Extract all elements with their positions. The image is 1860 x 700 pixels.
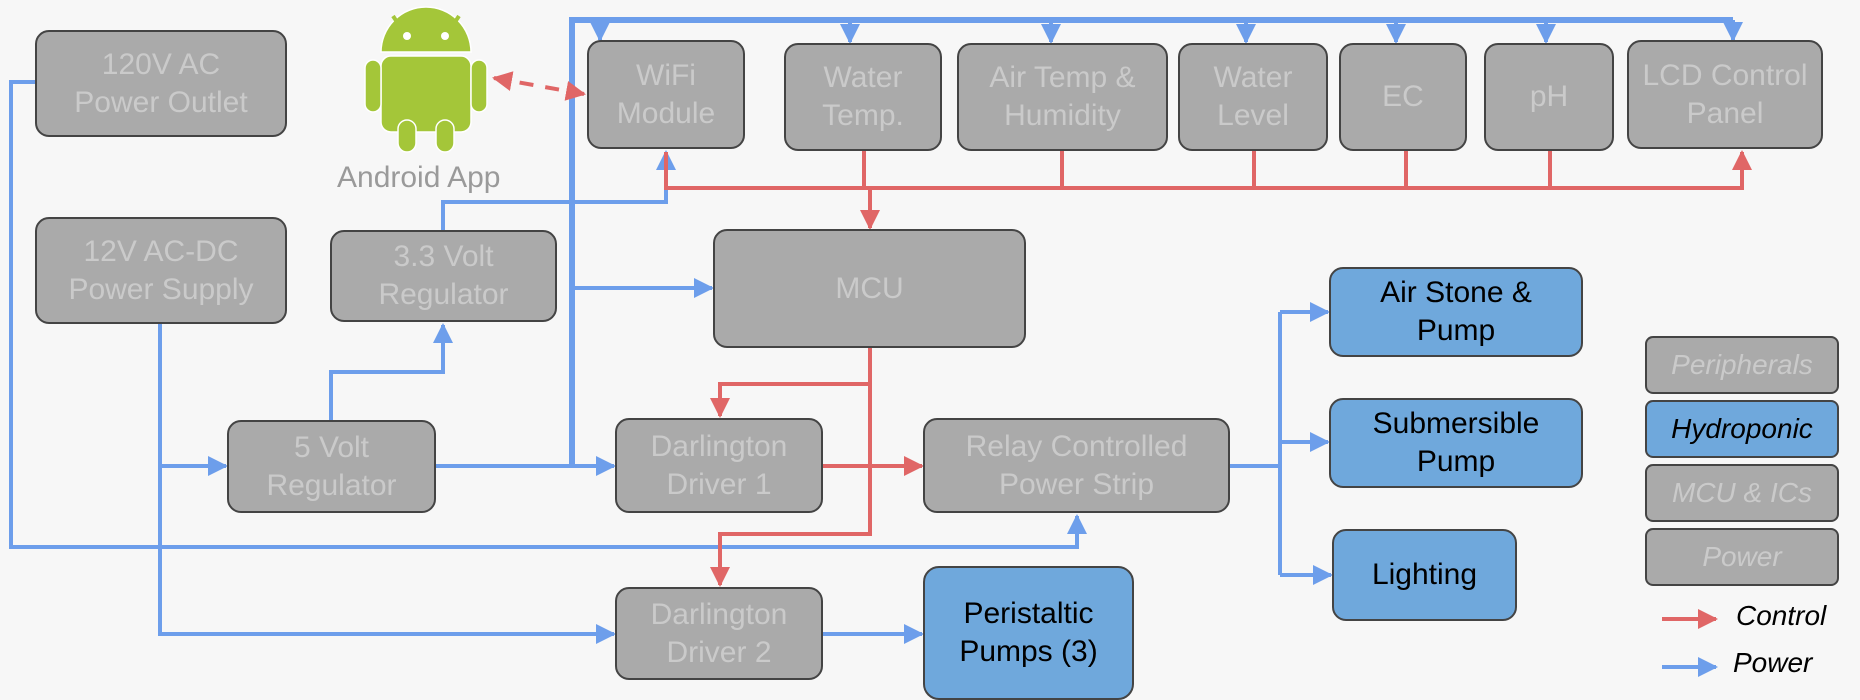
wifi-module-block: WiFi Module <box>587 40 745 149</box>
regulator-5v-block: 5 Volt Regulator <box>227 420 436 513</box>
lighting-block: Lighting <box>1332 529 1517 621</box>
power-lines <box>9 17 1743 644</box>
legend-control-label: Control <box>1736 600 1827 631</box>
water-temp-sensor-block: Water Temp. <box>784 43 942 151</box>
peristaltic-pumps-block: Peristaltic Pumps (3) <box>923 566 1134 700</box>
relay-power-strip-block: Relay Controlled Power Strip <box>923 418 1230 513</box>
legend-power-block: Power <box>1645 528 1839 586</box>
power-bus-top <box>569 17 1733 466</box>
ph-sensor-block: pH <box>1484 43 1614 151</box>
power-ac-to-relay <box>9 80 1087 549</box>
android-app-label: Android App <box>337 161 501 194</box>
ec-sensor-block: EC <box>1339 43 1467 151</box>
ac-power-outlet-block: 120V AC Power Outlet <box>35 30 287 137</box>
lcd-control-panel-block: LCD Control Panel <box>1627 40 1823 149</box>
control-mcu-to-darlington1 <box>710 382 870 418</box>
legend-mcu-ics: MCU & ICs <box>1645 464 1839 522</box>
air-temp-humidity-sensor-block: Air Temp & Humidity <box>957 43 1168 151</box>
legend-hydroponic: Hydroponic <box>1645 400 1839 458</box>
regulator-3v3-block: 3.3 Volt Regulator <box>330 230 557 322</box>
water-level-sensor-block: Water Level <box>1178 43 1328 151</box>
mcu-block: MCU <box>713 229 1026 348</box>
submersible-pump-block: Submersible Pump <box>1329 398 1583 488</box>
darlington-driver-1-block: Darlington Driver 1 <box>615 418 823 513</box>
legend-power-label: Power <box>1733 647 1813 678</box>
legend-peripherals: Peripherals <box>1645 336 1839 394</box>
android-robot-icon <box>364 6 488 153</box>
power-12v-to-darlington2 <box>158 323 616 644</box>
control-lines <box>492 71 1752 587</box>
power-5v-to-3v3 <box>329 323 453 420</box>
air-stone-pump-block: Air Stone & Pump <box>1329 267 1583 357</box>
ac-dc-power-supply-block: 12V AC-DC Power Supply <box>35 217 287 324</box>
darlington-driver-2-block: Darlington Driver 2 <box>615 587 823 680</box>
control-sensor-bus <box>664 150 1752 190</box>
control-mcu-trunk <box>710 347 872 587</box>
